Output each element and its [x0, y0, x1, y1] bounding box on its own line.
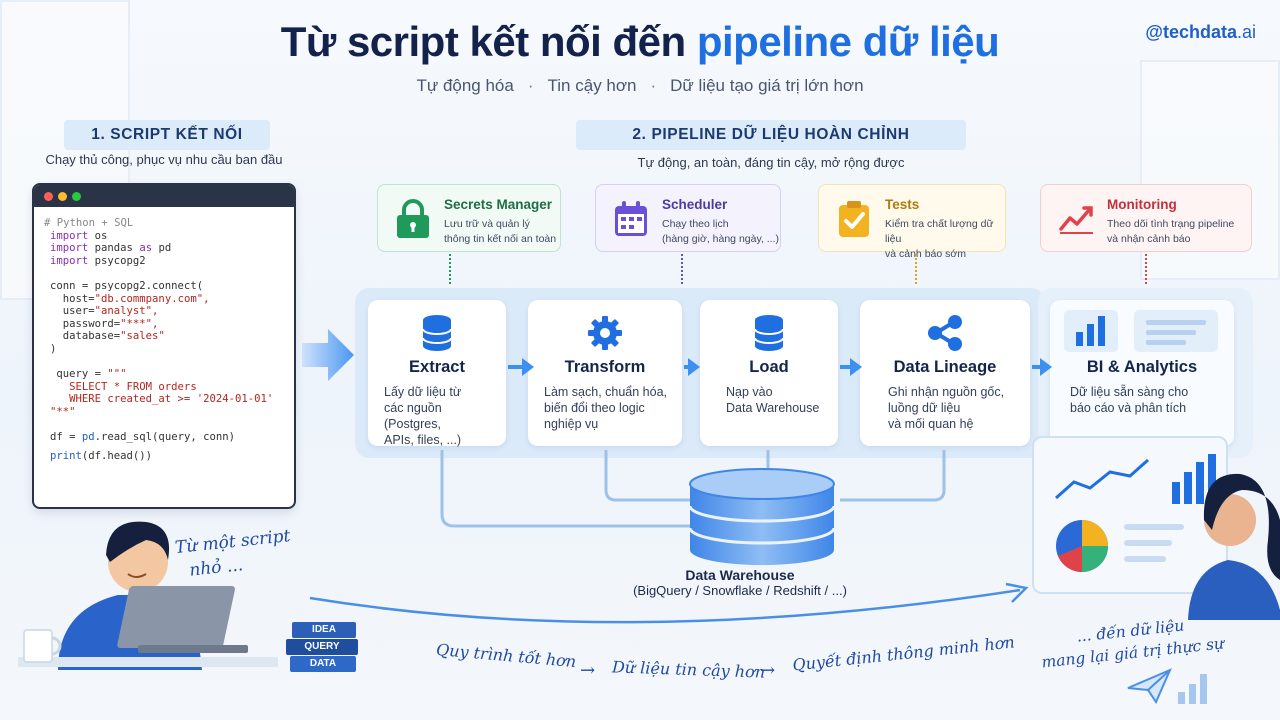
report-lines-icon [1134, 310, 1218, 352]
warehouse-connectors [440, 450, 946, 528]
trend-icon [1059, 206, 1093, 234]
brand-handle: @techdata.ai [1145, 22, 1256, 42]
subtitle-item: Tự động hóa [416, 76, 514, 95]
database-icon [754, 315, 784, 351]
section-2-subheading: Tự động, an toàn, đáng tin cậy, mở rộng … [637, 155, 905, 170]
section-1-subheading: Chạy thủ công, phục vụ nhu cầu ban đầu [45, 152, 283, 167]
lock-icon [397, 199, 429, 238]
stage-title: Extract [409, 358, 465, 376]
book-query: QUERY [286, 639, 358, 655]
flow-arrow-2: → [760, 660, 776, 681]
checklist-icon [839, 201, 869, 237]
stage-title: Data Lineage [893, 358, 997, 376]
connector-monitoring [1145, 254, 1147, 284]
stage-title: Load [749, 358, 789, 376]
connector-secrets [449, 254, 451, 284]
small-bars-icon [1178, 674, 1207, 704]
bottom-journey-arrow [309, 582, 1029, 624]
module-title: Secrets Manager [444, 197, 553, 212]
coffee-mug-icon [23, 629, 62, 663]
book-idea: IDEA [292, 622, 356, 638]
flow-arrow-1: → [580, 660, 596, 681]
maximize-dot-icon [72, 192, 81, 201]
subtitle-item: Tin cậy hơn [547, 76, 637, 95]
minimize-dot-icon [58, 192, 67, 201]
stage-data-lineage: Data Lineage Ghi nhận nguồn gốc,luồng dữ… [860, 300, 1030, 446]
code-window-titlebar [34, 185, 294, 207]
module-title: Scheduler [662, 197, 728, 212]
section-2-heading: 2. PIPELINE DỮ LIỆU HOÀN CHỈNH [576, 120, 966, 150]
share-icon [928, 315, 962, 351]
flow-arrow-head [850, 358, 862, 376]
stage-title: BI & Analytics [1086, 358, 1198, 376]
stage-transform: Transform Làm sạch, chuẩn hóa,biến đổi t… [528, 300, 682, 446]
flow-arrow-shaft [840, 365, 850, 369]
page-subtitle: Tự động hóa·Tin cậy hơn·Dữ liệu tạo giá … [416, 76, 864, 95]
data-warehouse-label: Data Warehouse(BigQuery / Snowflake / Re… [633, 567, 847, 598]
flow-phrase-3: Quyết định thông minh hơn [791, 632, 1016, 675]
close-dot-icon [44, 192, 53, 201]
flow-phrase-2: Dữ liệu tin cậy hơn [611, 657, 766, 682]
subtitle-item: Dữ liệu tạo giá trị lớn hơn [670, 76, 864, 95]
calendar-icon [615, 201, 647, 236]
line-chart-icon [1055, 458, 1149, 500]
flow-arrow-shaft [508, 365, 524, 369]
flow-arrow-head [688, 358, 700, 376]
developer-illustration [18, 521, 278, 670]
connector-tests [915, 254, 917, 284]
pie-chart-icon [1056, 520, 1108, 572]
flow-arrow-shaft [1032, 365, 1040, 369]
legend-rows [1124, 524, 1184, 562]
flow-arrow-head [522, 358, 534, 376]
paper-plane-icon [1127, 668, 1172, 704]
database-icon [422, 315, 452, 351]
flow-arrow-head [1040, 358, 1052, 376]
connector-scheduler [681, 254, 683, 284]
section-1-heading: 1. SCRIPT KẾT NỐI [64, 120, 270, 150]
script-to-pipeline-arrow [302, 329, 354, 381]
data-warehouse-icon [688, 468, 836, 565]
bar-chart-icon [1172, 454, 1216, 504]
module-desc: Chạy theo lịch(hàng giờ, hàng ngày, ...) [662, 218, 780, 245]
gear-icon [588, 316, 622, 350]
analyst-illustration [1188, 473, 1280, 620]
page-title: Từ script kết nối đến pipeline dữ liệu [280, 18, 1000, 65]
module-scheduler: Scheduler Chạy theo lịch(hàng giờ, hàng … [595, 184, 781, 252]
bar-chart-icon [1064, 310, 1118, 352]
flow-phrase-1: Quy trình tốt hơn [435, 639, 577, 672]
book-data: DATA [290, 656, 356, 672]
module-title: Tests [885, 197, 920, 212]
flow-arrow-shaft [684, 365, 690, 369]
stage-title: Transform [564, 358, 646, 376]
module-title: Monitoring [1107, 197, 1177, 212]
